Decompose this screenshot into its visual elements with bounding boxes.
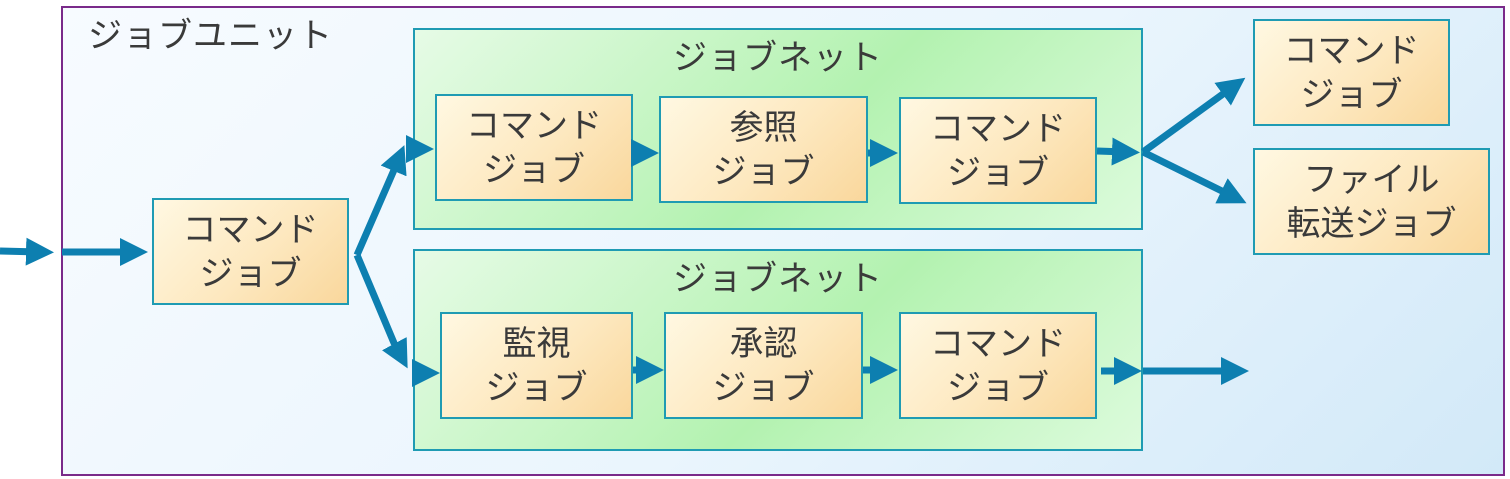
top-command-job-1[interactable]: コマンド ジョブ <box>435 94 633 201</box>
top-reference-job[interactable]: 参照 ジョブ <box>659 96 868 203</box>
start-command-job[interactable]: コマンド ジョブ <box>152 198 349 305</box>
jobnet-top-label: ジョブネット <box>673 38 883 78</box>
job-label-line1: コマンド <box>930 108 1066 149</box>
job-label-line1: 承認 <box>729 323 798 364</box>
arrow-to-outside-command <box>1140 77 1246 155</box>
outside-command-job[interactable]: コマンド ジョブ <box>1253 19 1450 126</box>
job-label-line2: ジョブ <box>947 152 1049 193</box>
job-label-line2: ジョブ <box>199 253 302 294</box>
job-label-line1: コマンド <box>1283 30 1420 71</box>
job-label-line1: コマンド <box>182 209 319 250</box>
arrow-branch-top <box>353 145 407 257</box>
bottom-monitor-job[interactable]: 監視 ジョブ <box>440 312 633 419</box>
job-label-line1: ファイル <box>1303 159 1440 200</box>
arrow-incoming <box>0 237 54 266</box>
job-label-line1: 参照 <box>729 107 798 148</box>
arrow-top-out <box>1096 137 1140 166</box>
job-label-line1: 監視 <box>502 323 571 364</box>
job-label-line2: ジョブ <box>712 367 815 408</box>
job-label-line2: ジョブ <box>1300 74 1403 115</box>
job-label-line2: ジョブ <box>947 367 1049 408</box>
job-label-line2: ジョブ <box>712 151 815 192</box>
job-label-line2: ジョブ <box>483 149 585 190</box>
job-label-line2: ジョブ <box>485 367 588 408</box>
job-label-line1: コマンド <box>930 323 1066 364</box>
job-label-line1: コマンド <box>466 105 602 146</box>
job-label-line2: 転送ジョブ <box>1286 203 1457 244</box>
top-command-job-2[interactable]: コマンド ジョブ <box>899 97 1097 204</box>
bottom-approval-job[interactable]: 承認 ジョブ <box>664 312 863 419</box>
arrow-branch-bottom <box>353 253 408 369</box>
jobnet-bottom-label: ジョブネット <box>673 259 883 299</box>
bottom-command-job[interactable]: コマンド ジョブ <box>899 312 1097 419</box>
outside-file-transfer-job[interactable]: ファイル 転送ジョブ <box>1253 148 1490 255</box>
arrow-to-file-transfer <box>1141 148 1247 204</box>
job-unit-label: ジョブユニット <box>88 16 333 56</box>
